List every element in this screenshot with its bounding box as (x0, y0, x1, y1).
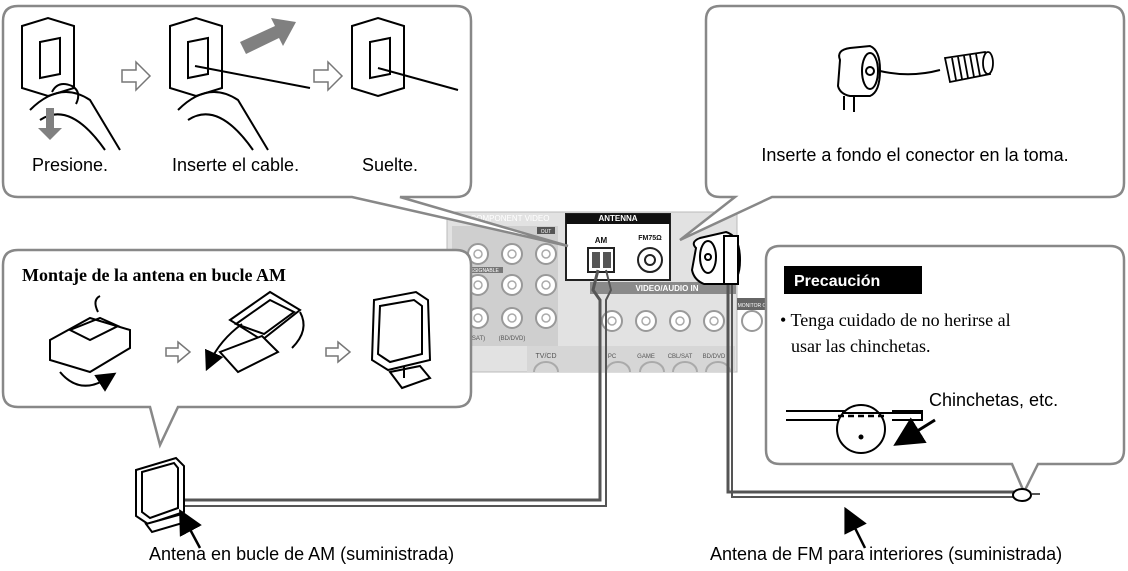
tv-cd-label: TV/CD (536, 353, 557, 360)
release-step-illustration (351, 16, 459, 98)
assignable-label: ASSIGNABLE (467, 268, 499, 274)
fm-terminal-label: FM75Ω (638, 235, 662, 242)
am-step-arrow-2 (325, 340, 352, 364)
component-video-label: COMPONENT VIDEO (471, 214, 550, 223)
am-loop-antenna (135, 456, 188, 534)
speaker-terminal-steps-bubble (1, 4, 569, 248)
monitor-out-label: MONITOR O (738, 303, 767, 309)
bd-dvd-label: BD/DVD (703, 354, 726, 360)
game-label: GAME (637, 354, 655, 360)
am-antenna-pointer (179, 508, 202, 549)
antenna-header-label: ANTENNA (598, 214, 637, 223)
fm-connector-instruction: Inserte a fondo el conector en la toma. (761, 145, 1068, 165)
fm-connector-jack[interactable] (637, 247, 663, 273)
step-release-label: Suelte. (362, 155, 418, 175)
am-antenna-cable (178, 269, 613, 507)
insert-step-illustration (169, 16, 311, 151)
pushpin-illustration (786, 404, 923, 454)
pc-label: PC (608, 354, 617, 360)
fm-plug-at-panel (690, 230, 742, 285)
am-antenna-callout: Antena en bucle de AM (suministrada) (149, 544, 454, 564)
fm-socket-illustration (943, 50, 994, 84)
out-label: OUT (541, 229, 552, 235)
am-assembly-bubble (1, 248, 473, 449)
press-down-arrow (38, 108, 62, 140)
fm-pushpin (1012, 488, 1032, 502)
step-press-label: Presione. (32, 155, 108, 175)
pushpin-pointer-arrow (893, 417, 936, 446)
l-sat-label: L/SAT) (467, 336, 485, 342)
fm-plug-illustration (836, 44, 941, 112)
caution-bullet-line1: • Tenga cuidado de no herirse al (780, 310, 1011, 330)
am-assembly-step3 (370, 290, 432, 390)
step-arrow-1 (121, 60, 152, 92)
fm-connector-bubble (679, 4, 1126, 242)
insert-arrow (240, 18, 296, 54)
fm-antenna-cable (726, 278, 1040, 498)
pushpin-label: Chinchetas, etc. (929, 390, 1058, 410)
caution-bullet-line2: usar las chinchetas. (791, 336, 930, 356)
fm-antenna-callout: Antena de FM para interiores (suministra… (710, 544, 1062, 564)
fm-antenna-pointer (844, 506, 867, 549)
am-assembly-step1 (49, 295, 131, 392)
step-insert-label: Inserte el cable. (172, 155, 299, 175)
caution-title: Precaución (794, 273, 880, 290)
press-step-illustration (21, 16, 121, 151)
video-audio-in-label: VIDEO/AUDIO IN (635, 284, 698, 293)
cbl-sat-label: CBL/SAT (668, 354, 693, 360)
am-assembly-title: Montaje de la antena en bucle AM (22, 265, 286, 285)
caution-bubble (764, 244, 1126, 495)
am-step-arrow-1 (165, 340, 192, 364)
component-video-jacks (467, 243, 557, 329)
bd-dvd-paren-label: (BD/DVD) (499, 336, 526, 342)
caution-badge (784, 266, 922, 294)
step-arrow-2 (313, 60, 344, 92)
am-terminal-label: AM (595, 236, 608, 245)
am-assembly-step2 (205, 290, 305, 374)
